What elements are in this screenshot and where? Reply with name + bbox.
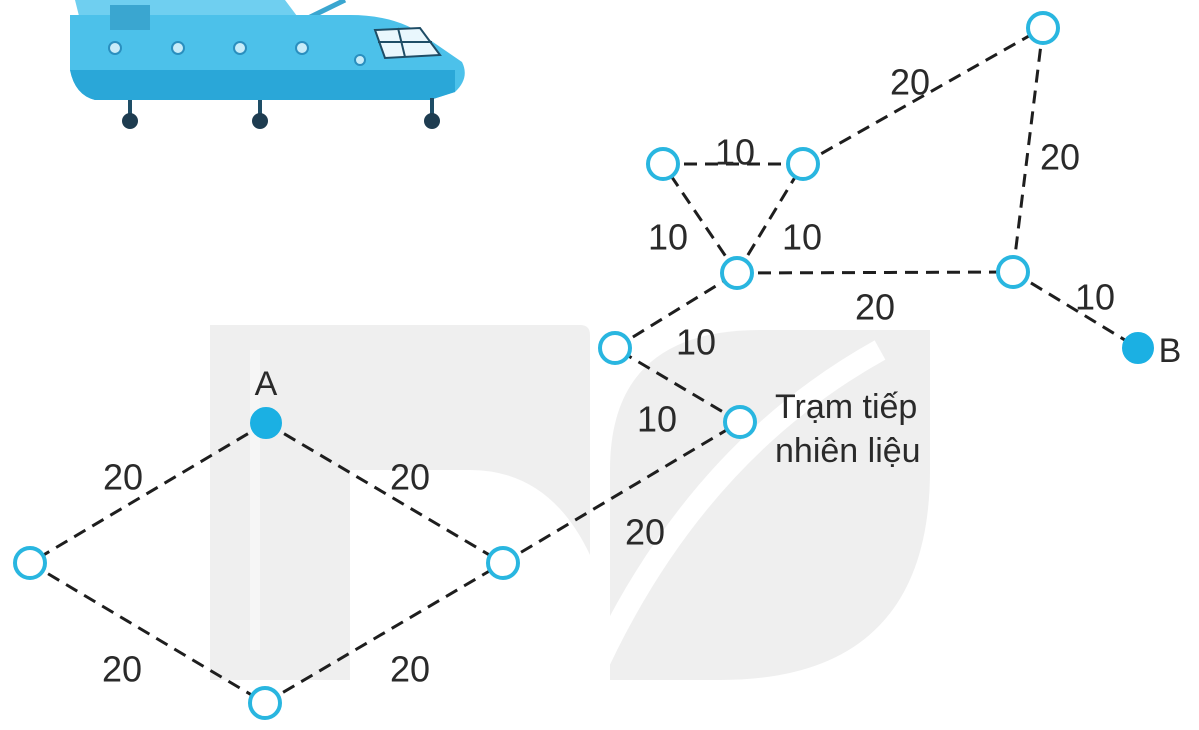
node-A [250,407,282,439]
node-B [1122,332,1154,364]
node-n_top_right [1026,11,1060,45]
node-n_left [13,546,47,580]
fuel-station-label: Trạm tiếp nhiên liệu [775,388,921,470]
node-n_right [996,255,1030,289]
node-label-A: A [255,365,278,403]
edge-n_tri_right-n_top_right [802,26,1044,166]
edge-weight-n_hub-n_tri_right: 10 [782,217,822,258]
edge-n_right-B [1012,270,1139,350]
edges-layer [29,26,1139,705]
node-n_center [486,546,520,580]
edge-n_left-n_bottom [29,561,266,705]
edge-A-n_center [265,421,504,565]
edge-n_bottom-n_center [264,561,504,705]
edge-n_top_right-n_right [1011,27,1045,273]
helicopter-illustration [70,0,465,129]
node-n_tri_left [646,147,680,181]
edge-n_hub-n_tri_left [661,163,739,274]
edge-weight-A-n_left: 20 [103,457,143,498]
edge-weight-n_mid_left-n_hub: 10 [676,322,716,363]
node-fuel [723,405,757,439]
fuel-station-label-line1: Trạm tiếp [775,388,917,426]
edge-n_hub-n_tri_right [735,163,805,274]
edge-weight-A-n_center: 20 [390,457,430,498]
edge-weight-n_center-fuel: 20 [625,512,665,553]
edge-weight-n_hub-n_right: 20 [855,287,895,328]
node-n_tri_right [786,147,820,181]
edge-weight-fuel-n_mid_left: 10 [637,399,677,440]
edge-weight-n_tri_left-n_tri_right: 10 [715,132,755,173]
edge-weight-n_tri_right-n_top_right: 20 [890,62,930,103]
edge-weight-n_hub-n_tri_left: 10 [648,217,688,258]
edge-weight-n_right-B: 10 [1075,277,1115,318]
node-n_bottom [248,686,282,720]
node-n_hub [720,256,754,290]
edge-n_center-fuel [502,420,741,565]
edge-n_mid_left-n_hub [614,271,738,350]
weights-layer: 20 20 20 20 20 10 10 10 10 10 20 20 20 10 [102,62,1115,690]
node-n_mid_left [598,331,632,365]
edge-fuel-n_mid_left [614,346,741,424]
edge-A-n_left [29,421,267,565]
edge-weight-n_left-n_bottom: 20 [102,649,142,690]
node-label-B: B [1159,332,1182,370]
edge-n_hub-n_right [736,270,1014,275]
nodes-layer [13,11,1154,720]
edge-weight-n_top_right-n_right: 20 [1040,137,1080,178]
fuel-station-label-line2: nhiên liệu [775,432,921,470]
watermark-logo [210,325,930,680]
edge-weight-n_bottom-n_center: 20 [390,649,430,690]
node-labels-layer: AB [255,332,1182,403]
